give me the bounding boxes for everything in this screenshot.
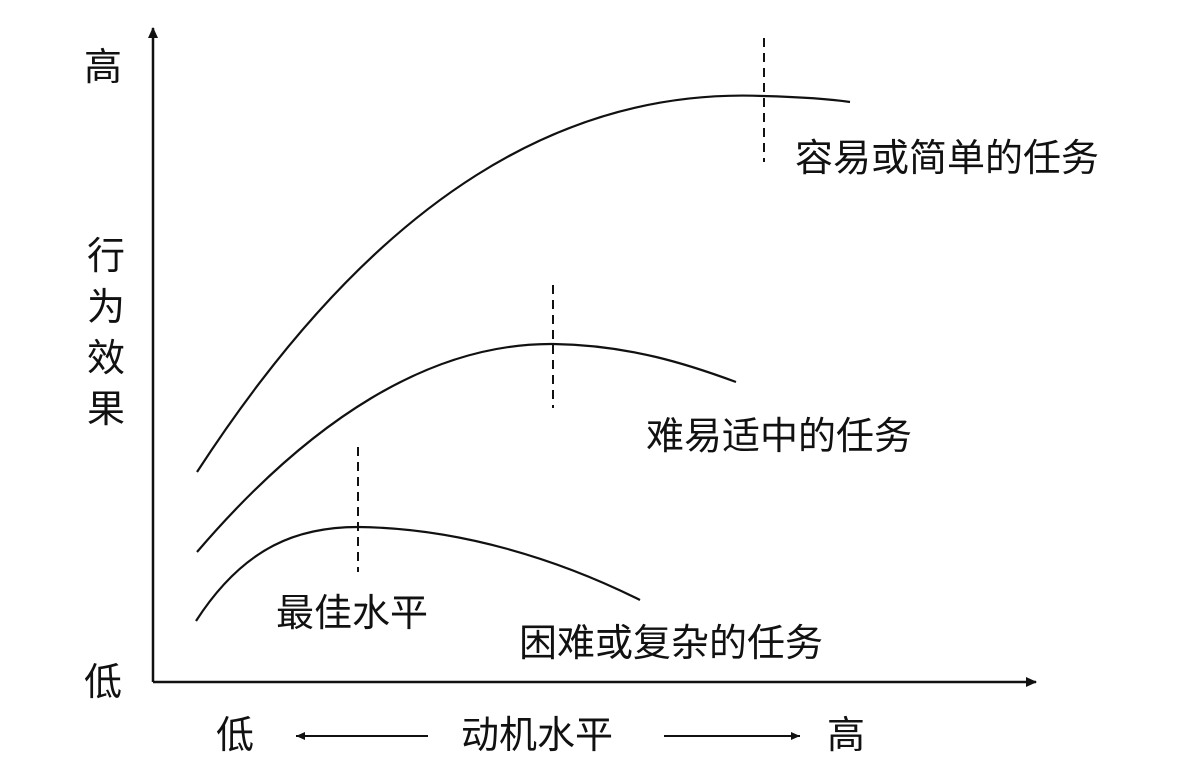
curve-medium-task [196, 342, 737, 553]
y-axis-title-char: 效 [86, 336, 125, 380]
optimum-level-label: 最佳水平 [276, 591, 429, 635]
x-axis-high-label: 高 [827, 713, 866, 757]
y-axis-high-label: 高 [84, 45, 123, 89]
x-axis-low-label: 低 [216, 713, 255, 757]
curve-hard-label: 困难或复杂的任务 [519, 621, 824, 665]
x-axis-title: 动机水平 [461, 713, 614, 757]
curve-easy-label: 容易或简单的任务 [795, 136, 1100, 180]
y-axis-title-char: 果 [86, 387, 125, 431]
curve-hard-task [195, 525, 641, 622]
y-axis-title: 行 为 效 果 [84, 231, 128, 435]
y-axis-title-char: 为 [86, 285, 125, 329]
curve-medium-label: 难易适中的任务 [646, 414, 913, 458]
curve-easy-task [196, 94, 851, 473]
y-axis-low-label: 低 [84, 660, 123, 704]
y-axis-title-char: 行 [86, 234, 125, 278]
